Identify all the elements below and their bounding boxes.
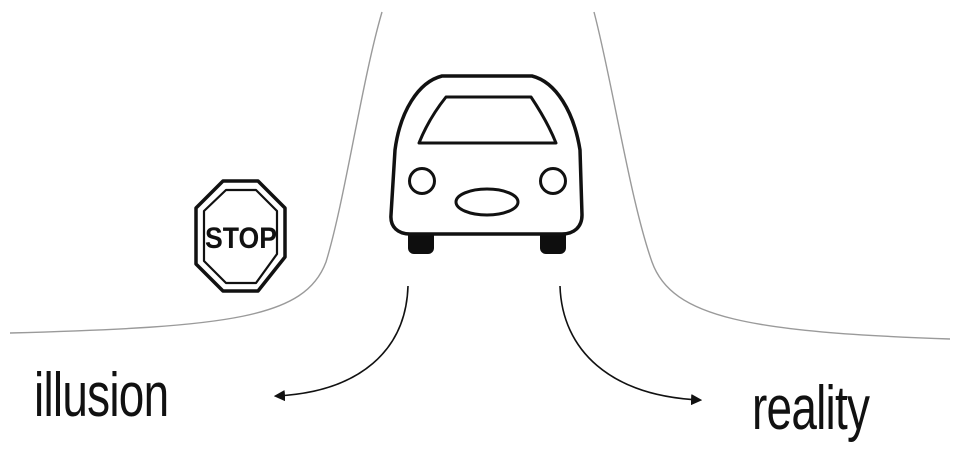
arrow-to-illusion — [276, 286, 408, 396]
car-headlight-left — [410, 169, 435, 194]
label-illusion: illusion — [34, 365, 168, 427]
car-grille — [456, 189, 518, 215]
stop-sign-text: STOP — [205, 222, 277, 255]
car — [391, 76, 582, 254]
label-reality: reality — [752, 378, 869, 440]
stop-sign: STOP — [196, 181, 285, 291]
road-right-edge — [594, 12, 950, 339]
car-headlight-right — [541, 169, 566, 194]
car-windshield — [419, 97, 556, 143]
road-left-edge — [10, 12, 382, 333]
arrow-to-reality — [560, 286, 700, 400]
